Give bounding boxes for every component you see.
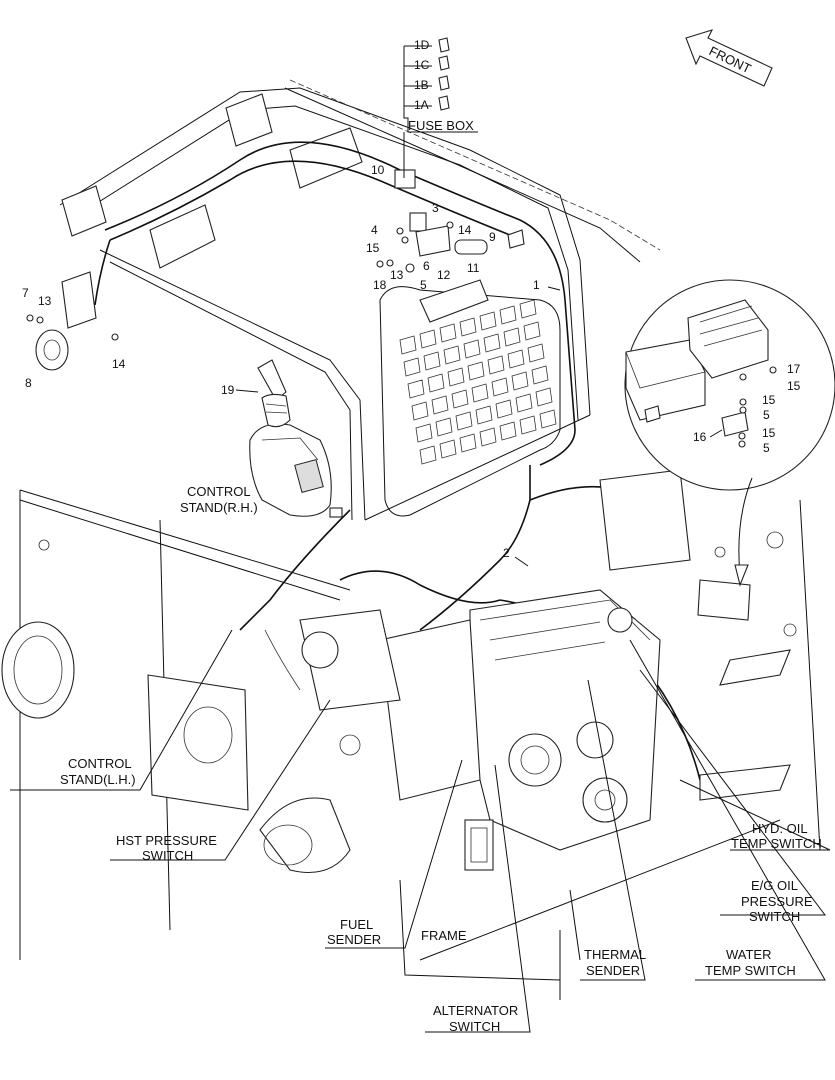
hst-pressure-switch-label-1: HST PRESSURE — [116, 833, 217, 848]
water-temp-switch-label-2: TEMP SWITCH — [705, 963, 796, 978]
callout-15-inset-b: 15 — [762, 393, 776, 407]
detail-inset — [624, 279, 835, 587]
callout-5-inset-b: 5 — [763, 441, 770, 455]
callout-17: 17 — [787, 362, 801, 376]
eg-oil-pressure-switch-label-3: SWITCH — [749, 909, 800, 924]
callout-12: 12 — [437, 268, 451, 282]
fuse-1b-label: 1B — [414, 78, 429, 92]
leader-lines — [10, 45, 831, 1033]
front-arrow: FRONT — [685, 29, 773, 87]
frame-label: FRAME — [421, 928, 467, 943]
control-stand-rh-label-2: STAND(R.H.) — [180, 500, 258, 515]
top-lights — [61, 93, 363, 269]
fuel-sender-label-1: FUEL — [340, 917, 373, 932]
callout-9: 9 — [489, 230, 496, 244]
eg-oil-pressure-switch-label-1: E/G OIL — [751, 878, 798, 893]
callout-4: 4 — [371, 223, 378, 237]
thermal-sender-label-2: SENDER — [586, 963, 640, 978]
fuse-relay-cluster — [376, 169, 525, 323]
engine-block — [299, 469, 791, 871]
water-temp-switch-label-1: WATER — [726, 947, 772, 962]
hyd-oil-temp-switch-label-1: HYD. OIL — [752, 821, 808, 836]
callout-11: 11 — [467, 261, 480, 275]
callout-14-upper: 14 — [458, 223, 472, 237]
control-stand-lh-label-2: STAND(L.H.) — [60, 772, 136, 787]
callout-5-upper: 5 — [420, 278, 427, 292]
alternator-switch-label-2: SWITCH — [449, 1019, 500, 1034]
callout-2: 2 — [503, 546, 510, 560]
callout-13-upper: 13 — [390, 268, 404, 282]
callout-15-inset-a: 15 — [787, 379, 801, 393]
control-stand-lh-label-1: CONTROL — [68, 756, 132, 771]
callout-6: 6 — [423, 259, 430, 273]
control-stand-rh — [249, 423, 343, 518]
fuse-1d-label: 1D — [414, 38, 430, 52]
rear-window-grille — [399, 299, 557, 465]
callout-16: 16 — [693, 430, 707, 444]
thermal-sender-label-1: THERMAL — [584, 947, 646, 962]
fuel-sender-label-2: SENDER — [327, 932, 381, 947]
fuse-1a-label: 1A — [414, 98, 429, 112]
component-labels: CONTROL STAND(R.H.) CONTROL STAND(L.H.) … — [60, 484, 822, 1034]
joystick — [257, 359, 291, 428]
control-stand-rh-label-1: CONTROL — [187, 484, 251, 499]
callout-15-inset-c: 15 — [762, 426, 776, 440]
fuse-icons — [438, 37, 450, 111]
horn — [26, 271, 119, 371]
frame-openings — [1, 531, 797, 874]
callout-19: 19 — [221, 383, 235, 397]
hyd-oil-temp-switch-label-2: TEMP SWITCH — [731, 836, 822, 851]
fuse-box-labels: 1D 1C 1B 1A FUSE BOX — [408, 38, 474, 133]
eg-oil-pressure-switch-label-2: PRESSURE — [741, 894, 813, 909]
alternator-switch-label-1: ALTERNATOR — [433, 1003, 518, 1018]
callout-3: 3 — [432, 201, 439, 215]
callout-8: 8 — [25, 376, 32, 390]
callout-13-left: 13 — [38, 294, 52, 308]
callout-14-left: 14 — [112, 357, 126, 371]
callout-18: 18 — [373, 278, 387, 292]
callout-7: 7 — [22, 286, 29, 300]
fuse-box-title: FUSE BOX — [408, 118, 474, 133]
callout-5-inset-a: 5 — [763, 408, 770, 422]
part-callouts: 10 3 4 14 9 15 13 6 12 11 18 5 1 7 13 8 … — [22, 163, 801, 560]
callout-1: 1 — [533, 278, 540, 292]
callout-15-upper: 15 — [366, 241, 380, 255]
fuse-1c-label: 1C — [414, 58, 430, 72]
hst-pressure-switch-label-2: SWITCH — [142, 848, 193, 863]
callout-10: 10 — [371, 163, 385, 177]
